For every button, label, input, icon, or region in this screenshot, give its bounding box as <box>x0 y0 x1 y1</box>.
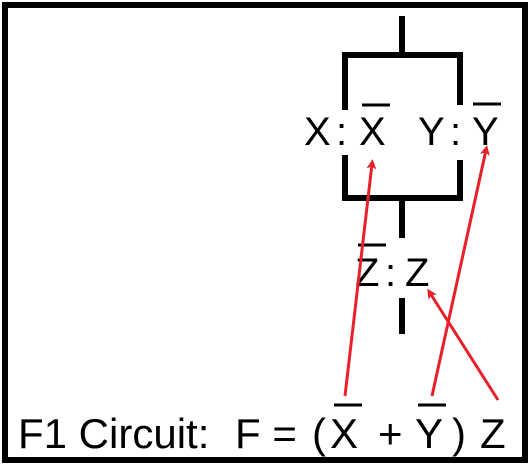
formula-lhs: F = <box>235 410 297 457</box>
formula-paren-open: ( <box>312 410 326 457</box>
formula-var-z: Z <box>480 410 506 457</box>
circuit-name: F1 Circuit: <box>18 410 209 457</box>
branch-right-sep: : <box>450 110 461 154</box>
branch-left-sep: : <box>336 110 347 154</box>
branch-right-bar-var: Y <box>472 110 499 154</box>
series-sep: : <box>385 251 396 295</box>
parallel-top-rail <box>342 52 463 110</box>
formula-var-y: Y <box>415 410 443 457</box>
branch-left-bar-var: X <box>359 110 386 154</box>
formula-paren-close: ) <box>452 410 466 457</box>
branch-right-var: Y <box>418 110 445 154</box>
arrow-x-bar <box>343 159 377 397</box>
branch-left-var: X <box>304 110 331 154</box>
formula-plus: + <box>378 410 403 457</box>
series-var: Z <box>405 251 429 295</box>
arrow-z <box>427 288 500 401</box>
formula-var-x: X <box>330 410 358 457</box>
arrow-y-bar <box>430 145 490 397</box>
wires <box>342 16 463 334</box>
parallel-bottom-rail <box>342 155 463 201</box>
